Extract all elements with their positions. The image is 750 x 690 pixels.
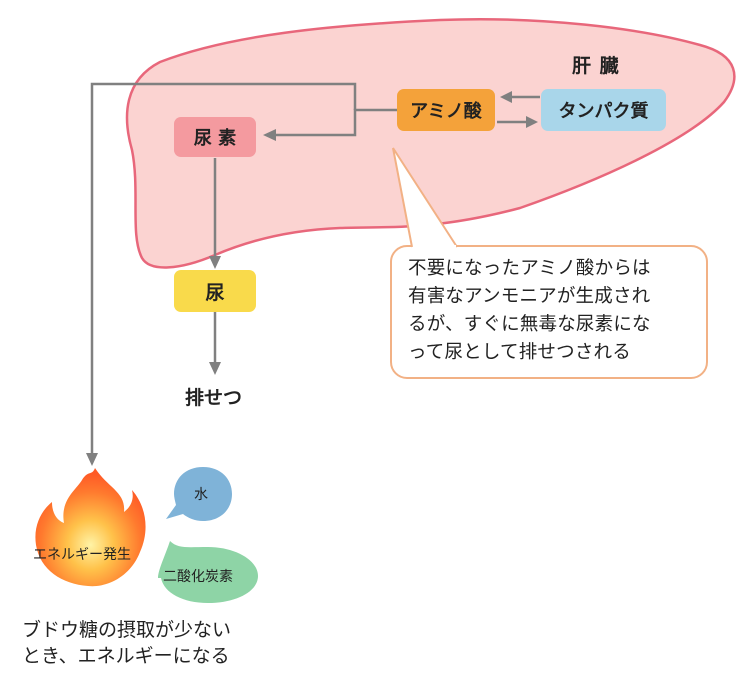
urea-box: 尿 素 <box>174 117 256 157</box>
excretion-label: 排せつ <box>185 387 243 409</box>
amino-acid-box: アミノ酸 <box>397 89 495 131</box>
arrowhead-to-urine <box>209 256 221 269</box>
amino-to-energy-line <box>90 82 357 455</box>
callout-text: 不要になったアミノ酸からは 有害なアンモニアが生成され るが、すぐに無毒な尿素に… <box>391 246 709 378</box>
arrowhead-to-amino <box>500 91 512 103</box>
urine-box: 尿 <box>174 270 256 312</box>
arrowhead-to-urea <box>263 129 276 141</box>
arrowhead-to-energy <box>86 453 98 466</box>
amino-to-urea-line <box>275 108 397 137</box>
co2-label: 二酸化炭素 <box>163 569 233 585</box>
water-bubble <box>166 467 232 521</box>
liver-shape <box>125 17 736 269</box>
callout-line: 有害なアンモニアが生成され <box>408 286 651 307</box>
caption-line: とき、エネルギーになる <box>22 645 230 667</box>
caption: ブドウ糖の摂取が少ない とき、エネルギーになる <box>22 617 231 669</box>
water-label: 水 <box>194 487 208 503</box>
arrowhead-to-excretion <box>209 362 221 375</box>
callout-line: って尿として排せつされる <box>408 342 631 363</box>
callout-body <box>390 245 708 379</box>
callout-line: るが、すぐに無毒な尿素にな <box>408 314 651 335</box>
energy-label: エネルギー発生 <box>33 547 131 563</box>
co2-bubble <box>158 541 258 603</box>
caption-line: ブドウ糖の摂取が少ない <box>22 619 232 641</box>
arrowhead-to-protein <box>526 116 538 128</box>
amino-protein-arrows <box>497 95 540 124</box>
callout-line: 不要になったアミノ酸からは <box>408 258 651 279</box>
fire-icon <box>35 468 146 587</box>
protein-box: タンパク質 <box>541 89 666 131</box>
liver-label: 肝 臓 <box>572 55 620 77</box>
callout-tail <box>392 147 458 248</box>
